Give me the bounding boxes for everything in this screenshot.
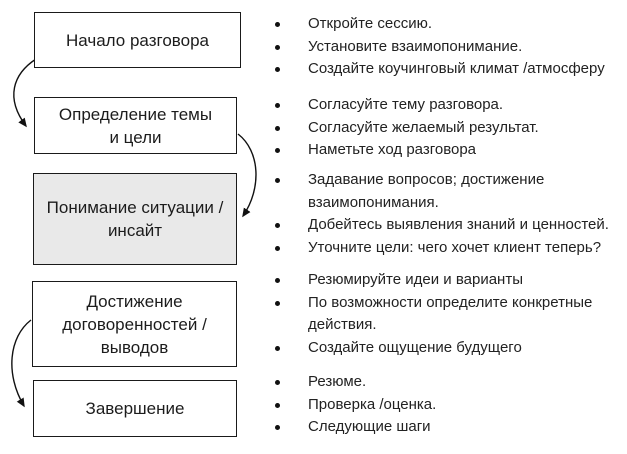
bullet-icon (275, 425, 280, 430)
flow-box-label: Достижение договоренностей / выводов (62, 291, 207, 357)
bullet-icon (275, 148, 280, 153)
note-text: Создайте ощущение будущего (308, 338, 522, 356)
arrow-step2-to-step3 (237, 133, 257, 218)
list-item: Задавание вопросов; достижение взаимопон… (275, 169, 620, 214)
list-item: Резюмируйте идеи и варианты (275, 269, 620, 292)
list-item: Создайте ощущение будущего (275, 337, 620, 360)
note-text: Следующие шаги (308, 418, 431, 435)
arrow-step4-to-step5 (11, 319, 32, 408)
bullet-icon (275, 125, 280, 131)
list-item: По возможности определите конкретные дей… (275, 292, 620, 337)
flow-box-label: Определение темы и цели (58, 104, 213, 147)
list-item: Наметьте ход разговора (275, 139, 620, 162)
list-item: Уточните цели: чего хочет клиент теперь? (275, 237, 620, 260)
list-item: Проверка /оценка. (275, 394, 620, 417)
note-text: Откройте сессию. (308, 15, 433, 32)
notes-list-topic-goal: Согласуйте тему разговора. Согласуйте же… (275, 94, 620, 162)
bullet-icon (275, 44, 280, 50)
note-text: Уточните цели: чего хочет клиент теперь? (308, 238, 602, 256)
note-text: Резюмируйте идеи и варианты (308, 271, 523, 288)
bullet-icon (275, 380, 280, 385)
list-item: Создайте коучинговый климат /атмосферу (275, 58, 620, 81)
flow-box-start: Начало разговора (34, 12, 241, 68)
note-text: По возможности определите конкретные дей… (308, 293, 593, 334)
list-item: Следующие шаги (275, 416, 620, 439)
bullet-icon (275, 402, 280, 408)
list-item: Откройте сессию. (275, 13, 620, 36)
flow-box-topic-goal: Определение темы и цели (34, 97, 237, 154)
notes-list-agreements: Резюмируйте идеи и варианты По возможнос… (275, 269, 620, 359)
list-item: Установите взаимопонимание. (275, 36, 620, 59)
list-item: Добейтесь выявления знаний и ценностей. (275, 214, 620, 237)
note-text: Наметьте ход разговора (308, 141, 477, 158)
notes-list-finish: Резюме. Проверка /оценка. Следующие шаги (275, 371, 620, 439)
bullet-icon (275, 300, 280, 306)
bullet-icon (275, 103, 280, 108)
bullet-icon (275, 278, 280, 283)
list-item: Согласуйте желаемый результат. (275, 117, 620, 140)
list-item: Согласуйте тему разговора. (275, 94, 620, 117)
note-text: Задавание вопросов; достижение взаимопон… (308, 171, 545, 211)
note-text: Установите взаимопонимание. (308, 37, 523, 55)
notes-list-insight: Задавание вопросов; достижение взаимопон… (275, 169, 620, 259)
flow-box-insight: Понимание ситуации / инсайт (33, 173, 237, 265)
flow-box-label: Завершение (85, 399, 185, 418)
bullet-icon (275, 67, 280, 72)
note-text: Согласуйте тему разговора. (308, 96, 504, 113)
note-text: Добейтесь выявления знаний и ценностей. (308, 216, 609, 233)
list-item: Резюме. (275, 371, 620, 394)
bullet-icon (275, 345, 280, 351)
note-text: Проверка /оценка. (308, 395, 437, 413)
bullet-icon (275, 245, 280, 251)
flow-box-finish: Завершение (33, 380, 237, 437)
note-text: Согласуйте желаемый результат. (308, 118, 539, 136)
flow-box-label: Понимание ситуации / инсайт (46, 198, 224, 240)
note-text: Резюме. (308, 373, 367, 390)
bullet-icon (275, 22, 280, 27)
note-text: Создайте коучинговый климат /атмосферу (308, 60, 605, 77)
notes-list-start: Откройте сессию. Установите взаимопонима… (275, 13, 620, 81)
flow-box-label: Начало разговора (66, 30, 209, 50)
bullet-icon (275, 178, 280, 183)
arrow-step1-to-step2 (13, 58, 37, 128)
bullet-icon (275, 223, 280, 228)
flow-box-agreements: Достижение договоренностей / выводов (32, 281, 237, 367)
